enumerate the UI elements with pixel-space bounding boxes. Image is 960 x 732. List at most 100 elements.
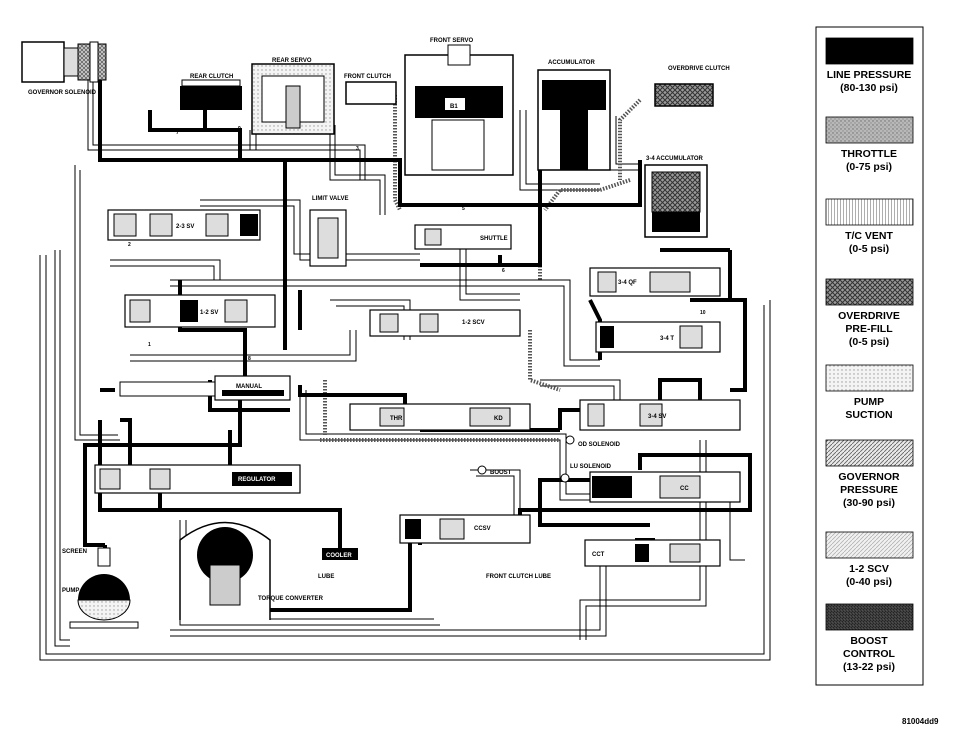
accumulator-3-4 [644,164,708,238]
front-clutch [345,81,397,105]
valve-1-2-sv-label: 1-2 SV [200,310,218,316]
legend-label-throttle-0: THROTTLE [841,148,897,160]
figure-id: 81004dd9 [902,717,939,726]
front-clutch-lube-label-1: FRONT CLUTCH LUBE [486,574,551,580]
shuttle-valve [414,224,512,250]
legend-label-governor-1: PRESSURE [840,484,898,496]
overdrive-clutch [654,83,714,107]
cc-label: CC [680,486,689,492]
legend-label-od_prefill-2: (0-5 psi) [849,336,889,348]
converter-clutch-valve [589,471,741,503]
legend-label-line-1: (80-130 psi) [840,82,898,94]
overdrive-clutch-label: OVERDRIVE CLUTCH [668,66,730,72]
legend-label-governor-2: (30-90 psi) [843,497,895,509]
limit-valve-label: LIMIT VALVE [312,196,348,202]
legend-swatch-governor [825,439,914,467]
legend-swatch-scv12 [825,531,914,559]
torque-converter-label: TORQUE CONVERTER [258,596,324,602]
accumulator-3-4-label: 3-4 ACCUMULATOR [646,156,704,162]
check-4: 4 [254,158,257,164]
legend-item-scv12: 1-2 SCV(0-40 psi) [825,531,914,588]
boost-valve [477,465,487,475]
rear-clutch-label: REAR CLUTCH [190,74,233,80]
regulator-valve [94,464,301,494]
regulator-label: REGULATOR [238,477,276,483]
pump [69,547,139,629]
limit-valve [309,209,347,267]
valve-3-4-sv [579,399,741,431]
legend-label-tc_vent-1: (0-5 psi) [849,243,889,255]
check-9: 9 [238,126,241,132]
front-servo [404,44,514,176]
kd-label: KD [494,416,503,422]
screen-label: SCREEN [62,549,87,555]
accumulator-label: ACCUMULATOR [548,60,595,66]
manual-label: MANUAL [236,384,262,390]
legend-swatch-od_prefill [825,278,914,306]
check-10: 10 [700,310,706,316]
cooler-label: COOLER [326,553,352,559]
shuttle-label: SHUTTLE [480,236,508,242]
converter-clutch-switch-valve [399,514,531,544]
converter-clutch-timing-valve [584,539,721,567]
legend-swatch-line [825,37,914,65]
legend-swatch-throttle [825,116,914,144]
check-ball-numbers: 7 9 4 3 1 8 6 10 2 5 [128,126,706,362]
torque-converter [179,521,271,620]
valve-3-4-qf-label: 3-4 QF [618,280,637,286]
pump-label: PUMP [62,588,79,594]
check-7: 7 [176,130,179,136]
valve-3-4-t [595,321,721,353]
legend-item-throttle: THROTTLE(0-75 psi) [825,116,914,173]
governor-solenoid-label: GOVERNOR SOLENOID [28,90,97,96]
legend-swatch-pump_suction [825,364,914,392]
legend-label-boost-1: CONTROL [843,648,895,660]
front-servo-label: FRONT SERVO [430,38,474,44]
check-6: 6 [502,268,505,274]
accumulator [537,69,611,171]
governor-solenoid [21,41,107,83]
valve-3-4-t-label: 3-4 T [660,336,674,342]
valve-1-2-scv [369,309,521,337]
check-3: 3 [356,146,359,152]
legend-label-boost-2: (13-22 psi) [843,661,895,673]
legend-swatch-boost [825,603,914,631]
legend-label-throttle-1: (0-75 psi) [846,161,892,173]
legend-label-pump_suction-0: PUMP [854,396,884,408]
boost-label: BOOST [490,470,512,476]
thr-label: THR [390,416,403,422]
servo-b-label: B1 [450,104,458,110]
legend-label-boost-0: BOOST [850,635,888,647]
check-1: 1 [148,342,151,348]
legend-label-scv12-0: 1-2 SCV [849,563,889,575]
rear-servo [251,63,335,135]
valve-3-4-sv-label: 3-4 SV [648,414,666,420]
valve-1-2-sv [124,294,276,328]
front-clutch-label: FRONT CLUTCH [344,74,391,80]
legend-label-od_prefill-0: OVERDRIVE [838,310,900,322]
od-solenoid-label: OD SOLENOID [578,442,621,448]
throttle-kickdown-valve [349,403,531,431]
check-5: 5 [462,206,465,212]
manual-valve [119,375,291,401]
legend-label-governor-0: GOVERNOR [838,471,900,483]
valve-2-3-sv [107,209,261,241]
ccsv-label: CCSV [474,526,491,532]
legend-label-od_prefill-1: PRE-FILL [845,323,893,335]
legend-swatch-tc_vent [825,198,914,226]
valve-3-4-qf [589,267,721,297]
lu-solenoid-label: LU SOLENOID [570,464,612,470]
cooler [322,548,358,560]
valve-2-3-sv-label: 2-3 SV [176,224,194,230]
lube-label: LUBE [318,574,334,580]
legend-item-line: LINE PRESSURE(80-130 psi) [825,37,914,94]
rear-clutch [180,79,242,110]
od-solenoid [565,435,575,445]
legend-label-line-0: LINE PRESSURE [827,69,912,81]
lu-solenoid [560,473,570,483]
valve-1-2-scv-label: 1-2 SCV [462,320,485,326]
